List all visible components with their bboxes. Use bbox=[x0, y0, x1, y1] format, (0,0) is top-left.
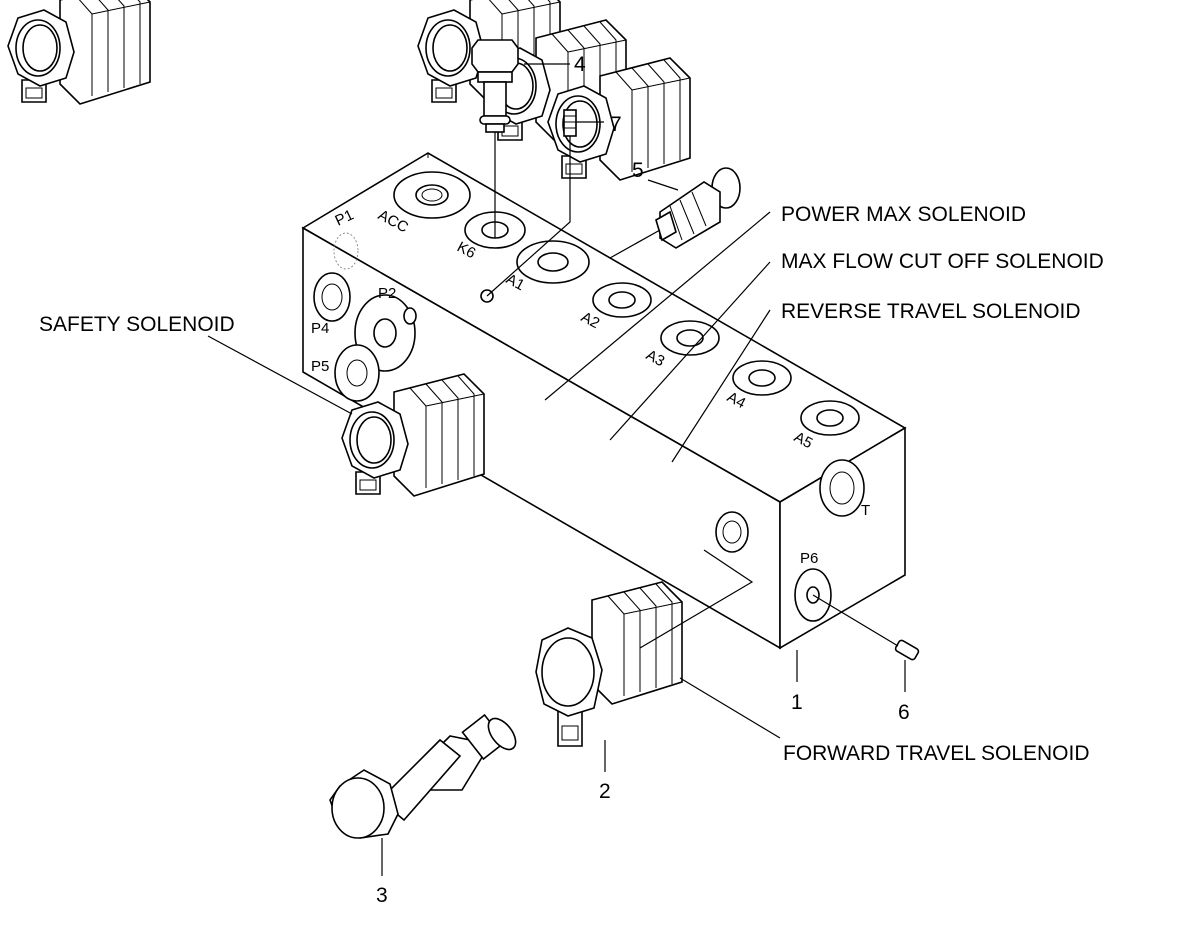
set-screw-right-icon bbox=[894, 639, 920, 661]
part-number-6: 6 bbox=[898, 701, 910, 724]
port-t-icon bbox=[819, 459, 865, 517]
port-label-k6: K6 bbox=[454, 239, 478, 263]
port-a5-icon bbox=[800, 400, 860, 436]
part-number-7: 7 bbox=[610, 113, 622, 136]
port-label-p2: P2 bbox=[378, 285, 396, 302]
port-a4-icon bbox=[732, 360, 792, 396]
plug-bolt-bottom-icon bbox=[329, 713, 517, 839]
port-p5-icon bbox=[334, 344, 380, 402]
port-label-a3: A3 bbox=[643, 347, 667, 371]
port-side-icon bbox=[715, 511, 749, 553]
port-acc-icon bbox=[393, 171, 471, 219]
plug-bolt-top-icon bbox=[471, 39, 519, 133]
port-label-a5: A5 bbox=[791, 429, 815, 453]
fitting-icon bbox=[655, 167, 741, 249]
part-number-3: 3 bbox=[376, 884, 388, 907]
port-a1-icon bbox=[516, 240, 590, 284]
port-label-p6: P6 bbox=[800, 550, 818, 567]
port-label-p1: P1 bbox=[333, 206, 357, 229]
callout-power-max: POWER MAX SOLENOID bbox=[781, 203, 1026, 226]
port-label-p4: P4 bbox=[311, 320, 329, 337]
part-number-1: 1 bbox=[791, 691, 803, 714]
port-label-a2: A2 bbox=[578, 309, 602, 333]
callout-reverse-travel: REVERSE TRAVEL SOLENOID bbox=[781, 300, 1081, 323]
port-label-p5: P5 bbox=[311, 358, 329, 375]
port-a3-icon bbox=[660, 320, 720, 356]
solenoid-coil-icon bbox=[7, 0, 151, 105]
port-label-t: T bbox=[861, 502, 870, 519]
part-number-4: 4 bbox=[574, 53, 586, 76]
port-label-a4: A4 bbox=[724, 389, 748, 413]
valve-block-icon bbox=[301, 152, 907, 650]
port-a2-icon bbox=[592, 282, 652, 318]
callout-max-flow: MAX FLOW CUT OFF SOLENOID bbox=[781, 250, 1104, 273]
callout-safety: SAFETY SOLENOID bbox=[39, 313, 235, 336]
callout-forward-travel: FORWARD TRAVEL SOLENOID bbox=[783, 742, 1090, 765]
set-screw-top-icon bbox=[563, 109, 577, 137]
solenoid-coil-forward-travel-icon bbox=[535, 581, 683, 747]
part-number-5: 5 bbox=[632, 159, 644, 182]
port-p4-icon bbox=[313, 272, 351, 322]
part-number-2: 2 bbox=[599, 780, 611, 803]
